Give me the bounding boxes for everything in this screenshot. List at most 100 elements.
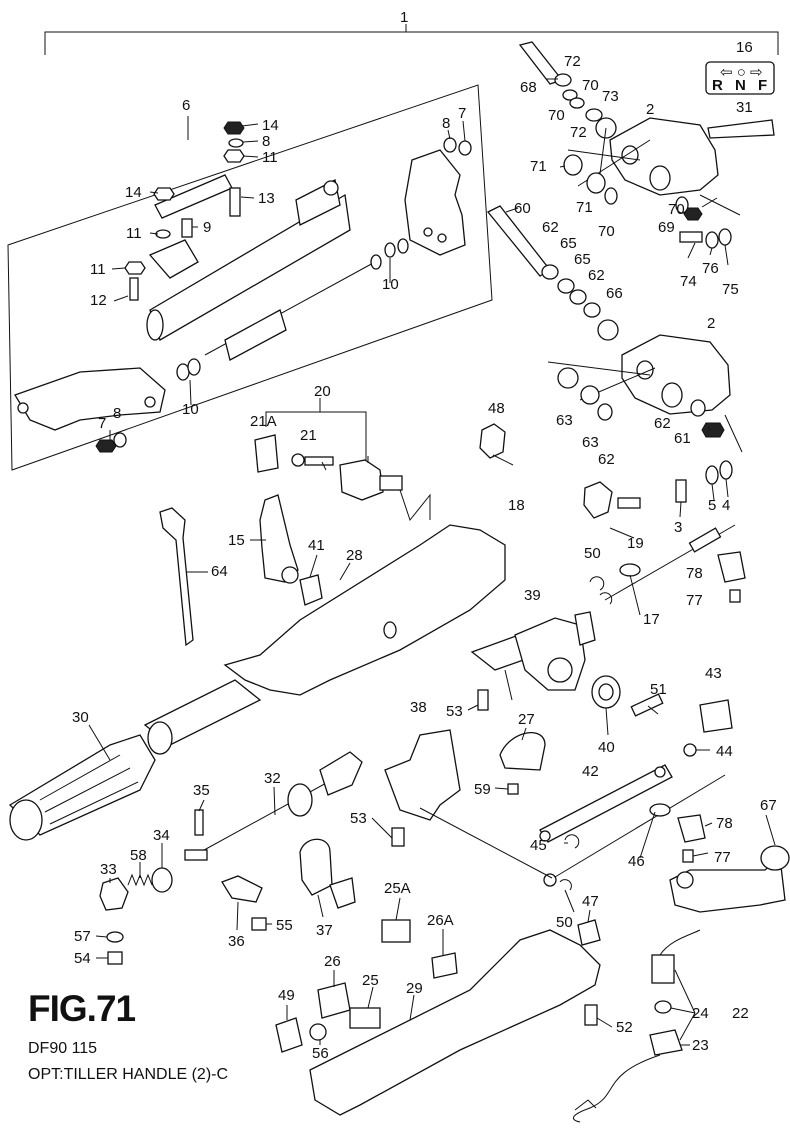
cable-bracket-78-upper (717, 551, 746, 583)
model-label: DF90 115 (28, 1040, 98, 1057)
callout-51: 51 (650, 681, 667, 698)
tiller-grip-30 (8, 734, 156, 841)
ignition-switch-group (254, 398, 431, 522)
callout-52: 52 (616, 1019, 633, 1036)
callout-8: 8 (262, 133, 270, 150)
callout-41: 41 (308, 537, 325, 554)
callout-20: 20 (314, 383, 331, 400)
callout-62: 62 (654, 415, 671, 432)
callout-11: 11 (90, 261, 106, 278)
callout-50: 50 (556, 914, 573, 931)
callout-57: 57 (74, 928, 91, 945)
callout-47: 47 (582, 893, 599, 910)
callout-7: 7 (458, 105, 466, 122)
callout-31: 31 (736, 99, 753, 116)
callout-27: 27 (518, 711, 535, 728)
control-bracket-38 (384, 729, 546, 847)
callout-77: 77 (686, 592, 703, 609)
callout-11: 11 (126, 225, 142, 242)
callout-15: 15 (228, 532, 245, 549)
callout-60: 60 (514, 200, 531, 217)
callout-9: 9 (203, 219, 211, 236)
callout-56: 56 (312, 1045, 329, 1062)
callout-40: 40 (598, 739, 615, 756)
callout-44: 44 (716, 743, 733, 760)
callout-72: 72 (564, 53, 581, 70)
callout-14: 14 (262, 117, 279, 134)
shift-unit-39 (470, 611, 596, 711)
callout-53: 53 (446, 703, 463, 720)
callout-33: 33 (100, 861, 117, 878)
hex-key-64 (159, 507, 194, 647)
callout-14: 14 (125, 184, 142, 201)
callout-76: 76 (702, 260, 719, 277)
figure-caption: OPT:TILLER HANDLE (2)-C (28, 1066, 229, 1083)
stop-switch-22 (572, 929, 701, 1123)
subassembly-6-frame (7, 84, 493, 471)
callout-68: 68 (520, 79, 537, 96)
callout-26A: 26A (427, 912, 454, 929)
callout-73: 73 (602, 88, 619, 105)
assembly-bracket (44, 24, 779, 55)
callout-63: 63 (556, 412, 573, 429)
callout-55: 55 (276, 917, 293, 934)
figure-title: FIG.71 (28, 988, 136, 1029)
link-rod-group (419, 764, 726, 887)
callout-19: 19 (627, 535, 644, 552)
shift-indicator-plate-16: ⇦ ○ ⇨ (705, 61, 775, 95)
callout-78: 78 (686, 565, 703, 582)
callout-2: 2 (707, 315, 715, 332)
throttle-lever-group (259, 494, 323, 606)
tiller-control-rod-group (14, 121, 472, 453)
callout-62: 62 (588, 267, 605, 284)
callout-23: 23 (692, 1037, 709, 1054)
callout-69: 69 (658, 219, 675, 236)
callout-leaders (88, 78, 776, 1046)
shift-letter-n: N (735, 77, 746, 94)
callout-34: 34 (153, 827, 170, 844)
callout-36: 36 (228, 933, 245, 950)
callout-35: 35 (193, 782, 210, 799)
callout-70: 70 (582, 77, 599, 94)
callout-72: 72 (570, 124, 587, 141)
cable-tube-group (438, 423, 641, 541)
callout-43: 43 (705, 665, 722, 682)
grommet-group (591, 675, 733, 757)
callout-8: 8 (113, 405, 121, 422)
callout-71: 71 (530, 158, 547, 175)
callout-58: 58 (130, 847, 147, 864)
shift-cable-17 (589, 524, 736, 605)
callout-30: 30 (72, 709, 89, 726)
callout-25A: 25A (384, 880, 411, 897)
shift-letter-f: F (758, 77, 767, 94)
callout-63: 63 (582, 434, 599, 451)
callout-8: 8 (442, 115, 450, 132)
friction-parts-group (99, 867, 173, 965)
cable-bracket-78-lower (677, 814, 706, 843)
callout-6: 6 (182, 97, 190, 114)
callout-38: 38 (410, 699, 427, 716)
callout-12: 12 (90, 292, 107, 309)
swivel-bracket-group (486, 41, 743, 503)
switch-parts-group (275, 919, 601, 1053)
callout-74: 74 (680, 273, 697, 290)
callout-70: 70 (668, 201, 685, 218)
callout-49: 49 (278, 987, 295, 1004)
throttle-shaft-32 (184, 751, 363, 861)
callout-21A: 21A (250, 413, 277, 430)
callout-29: 29 (406, 980, 423, 997)
callout-67: 67 (760, 797, 777, 814)
callout-39: 39 (524, 587, 541, 604)
callout-46: 46 (628, 853, 645, 870)
callout-62: 62 (542, 219, 559, 236)
callout-61: 61 (674, 430, 691, 447)
callout-71: 71 (576, 199, 593, 216)
callout-70: 70 (548, 107, 565, 124)
svg-text:⇦ ○ ⇨: ⇦ ○ ⇨ (720, 64, 763, 81)
callout-28: 28 (346, 547, 363, 564)
callout-13: 13 (258, 190, 275, 207)
callout-42: 42 (582, 763, 599, 780)
tiller-handle-body-28 (143, 524, 506, 755)
callout-25: 25 (362, 972, 379, 989)
